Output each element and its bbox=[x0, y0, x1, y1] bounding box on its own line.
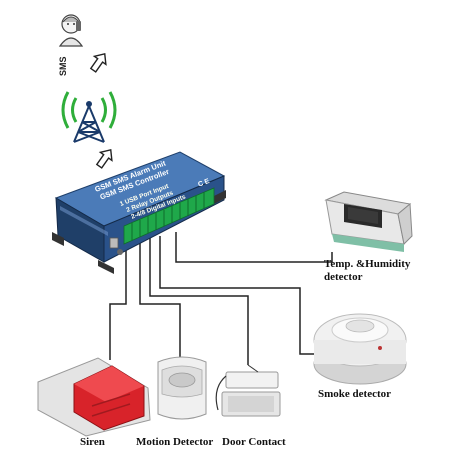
temp-humidity-label: Temp. &Humidity detector bbox=[324, 258, 410, 284]
person-with-phone-icon bbox=[58, 14, 84, 47]
door-contact bbox=[215, 364, 281, 417]
siren bbox=[37, 357, 151, 437]
wire-motion bbox=[139, 240, 181, 357]
sms-label: SMS bbox=[58, 56, 68, 76]
temp-humidity-detector bbox=[324, 191, 413, 252]
temp-humidity-label-line2: detector bbox=[324, 271, 363, 283]
wiring bbox=[109, 232, 333, 365]
gsm-controller: GSM SMS Alarm Unit GSM SMS Controller 1 … bbox=[52, 151, 226, 274]
motion-detector-label: Motion Detector bbox=[136, 436, 214, 448]
smoke-detector-label: Smoke detector bbox=[318, 388, 392, 400]
door-contact-label: Door Contact bbox=[222, 436, 286, 448]
signal-tower-icon bbox=[61, 91, 117, 143]
wire-door bbox=[149, 238, 249, 365]
terminal-block bbox=[123, 187, 215, 245]
up-arrow-icon bbox=[95, 148, 113, 169]
smoke-detector bbox=[313, 313, 407, 385]
temp-humidity-label-line1: Temp. &Humidity bbox=[324, 258, 411, 270]
ce-mark: C E bbox=[197, 178, 211, 189]
siren-label: Siren bbox=[80, 436, 105, 448]
wire-siren bbox=[109, 244, 127, 360]
motion-detector bbox=[157, 356, 207, 420]
wire-smoke bbox=[159, 236, 318, 355]
wire-temp bbox=[175, 232, 333, 263]
up-arrow-icon bbox=[89, 52, 107, 73]
